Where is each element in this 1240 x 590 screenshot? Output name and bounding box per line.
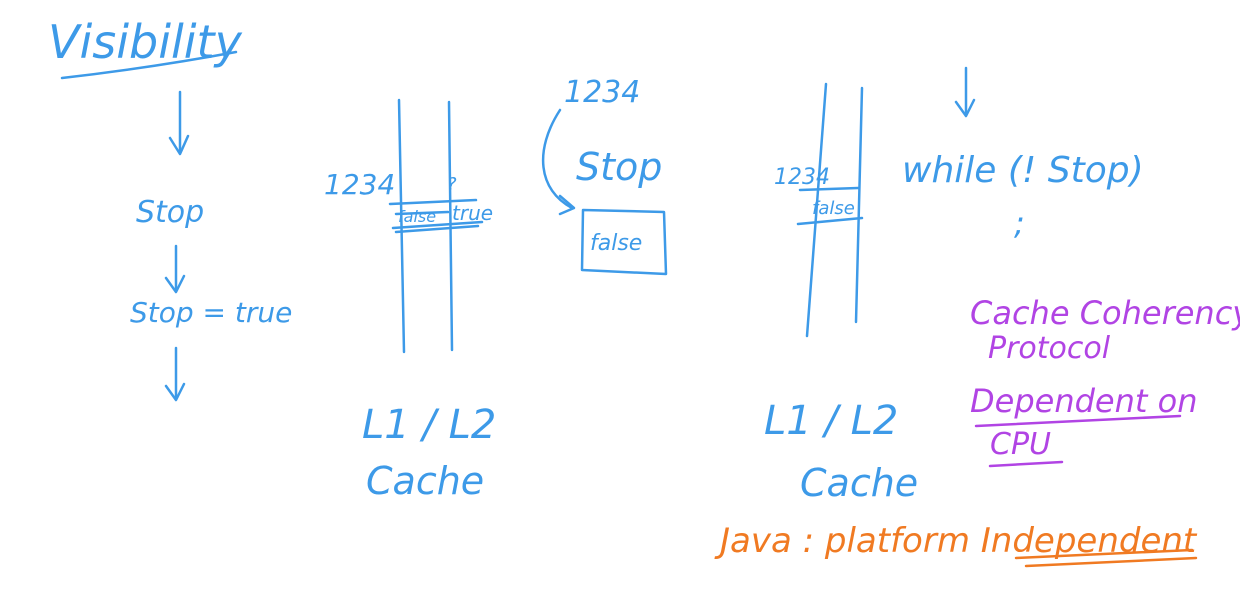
java-note-underline: [1014, 548, 1198, 568]
step-stop-label: Stop: [136, 195, 204, 230]
memory-address-label: 1234: [564, 75, 640, 110]
core1-unknown-mark: ?: [447, 174, 457, 195]
cpu-underline: [988, 460, 1064, 468]
core1-old-value: false: [398, 207, 436, 226]
core2-cell-value: false: [812, 198, 855, 219]
visibility-title: Visibility: [48, 15, 243, 69]
arrow-down-icon: [168, 90, 190, 156]
protocol-note-line2: Protocol: [988, 331, 1111, 366]
core2-address-label: 1234: [774, 165, 830, 190]
core2-caption-line1: L1 / L2: [764, 398, 898, 444]
step-stop-true-label: Stop = true: [130, 296, 292, 329]
dependent-note-line1: Dependent on: [970, 382, 1197, 420]
core1-cache-cell: [388, 198, 484, 234]
java-note: Java : platform Independent: [714, 521, 1198, 561]
core2-cache-cell: [796, 186, 864, 226]
core2-caption-line2: Cache: [800, 461, 918, 505]
dependent-underline: [974, 414, 1182, 428]
core1-address-label: 1234: [324, 168, 395, 201]
arrow-head-icon: [558, 194, 576, 216]
memory-curved-arrow: [541, 108, 574, 210]
core1-cache-column: [397, 98, 454, 354]
protocol-note-line1: Cache Coherency: [970, 294, 1240, 332]
arrow-down-icon: [164, 346, 186, 402]
core2-cache-column: [805, 82, 864, 338]
arrow-down-icon: [164, 244, 186, 294]
title-underline: [60, 50, 238, 80]
core1-caption-line2: Cache: [366, 459, 484, 503]
code-while-line: while (! Stop): [902, 150, 1144, 191]
code-semicolon-line: ;: [1014, 204, 1025, 242]
memory-var-name: Stop: [576, 145, 662, 189]
core1-caption-line1: L1 / L2: [362, 402, 496, 448]
memory-value-box: [580, 208, 668, 276]
dependent-note-line2: CPU: [990, 427, 1051, 462]
core1-strikeout: [394, 210, 450, 216]
memory-value: false: [590, 231, 642, 256]
core1-new-value: true: [452, 201, 493, 225]
arrow-down-icon: [954, 66, 976, 118]
